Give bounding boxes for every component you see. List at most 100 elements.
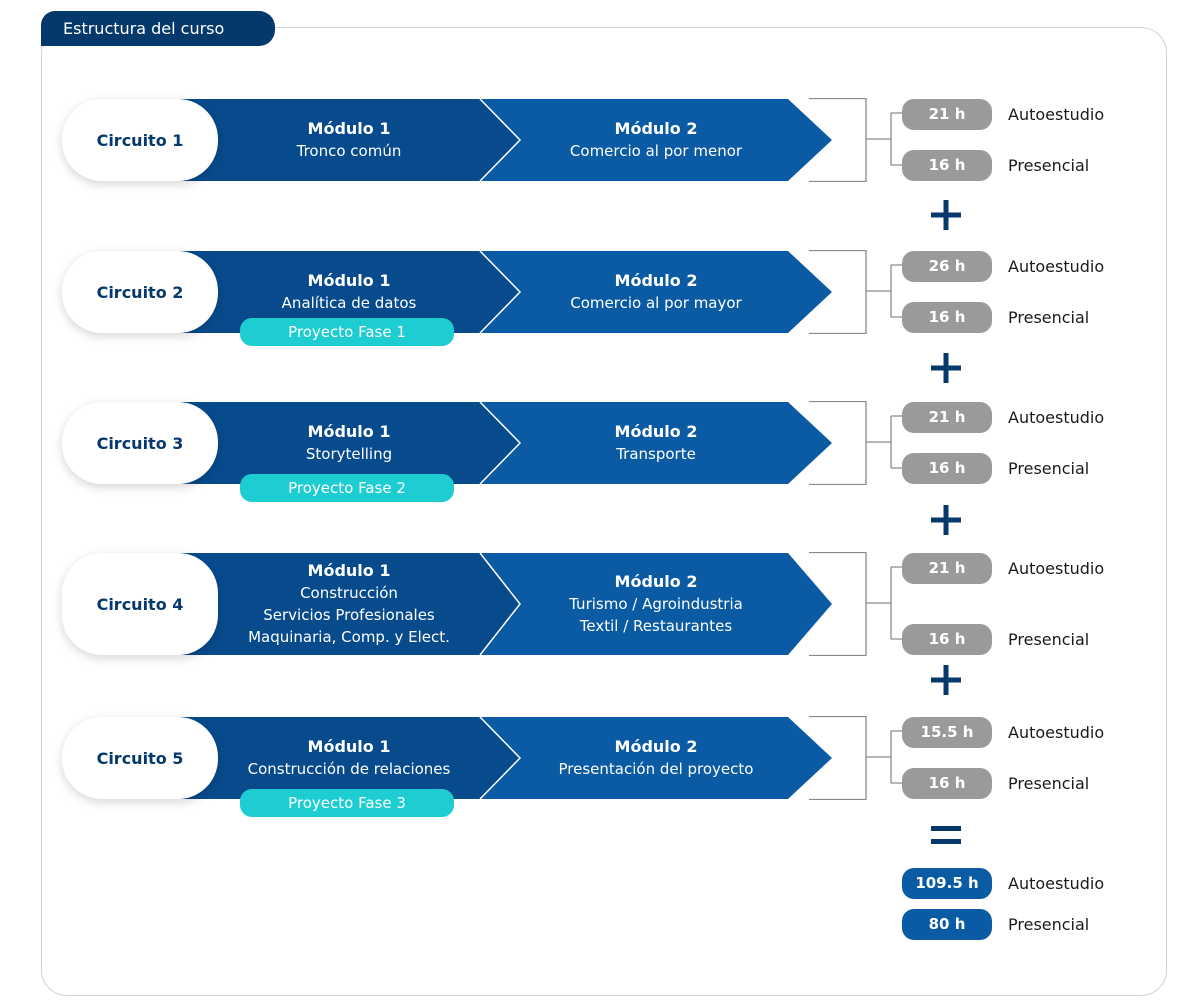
in-person-label: Presencial <box>1008 459 1090 478</box>
total-in-person-label: Presencial <box>1008 915 1090 934</box>
page-title: Estructura del curso <box>41 11 275 46</box>
in-person-hours: 16 h <box>902 453 992 484</box>
plus-icon <box>931 200 961 230</box>
total-self-study-label: Autoestudio <box>1008 874 1105 893</box>
bracket-lines <box>809 401 905 485</box>
plus-icon <box>931 353 961 383</box>
in-person-hours: 16 h <box>902 302 992 333</box>
module2-line: Presentación del proyecto <box>558 760 754 778</box>
circuit-label: Circuito 2 <box>62 251 218 333</box>
project-phase-badge: Proyecto Fase 3 <box>240 789 454 817</box>
module1-line: Analítica de datos <box>281 294 417 312</box>
module2-title: Módulo 2 <box>614 119 698 138</box>
module1-text: Módulo 1 Tronco común <box>215 99 483 181</box>
module1-title: Módulo 1 <box>307 271 391 290</box>
module1-line: Construcción de relaciones <box>247 760 451 778</box>
self-study-hours: 26 h <box>902 251 992 282</box>
circuit-label: Circuito 1 <box>62 99 218 181</box>
project-phase-badge: Proyecto Fase 1 <box>240 318 454 346</box>
module2-arrow <box>480 402 832 484</box>
self-study-label: Autoestudio <box>1008 723 1105 742</box>
module1-line: Storytelling <box>305 445 393 463</box>
module1-line: Tronco común <box>296 142 402 160</box>
hours-bracket <box>809 401 905 485</box>
circuit-label: Circuito 4 <box>62 553 218 655</box>
total-in-person-hours: 80 h <box>902 909 992 940</box>
in-person-hours: 16 h <box>902 624 992 655</box>
module2-line: Turismo / Agroindustria <box>569 595 743 613</box>
in-person-label: Presencial <box>1008 156 1090 175</box>
module1-arrow <box>180 553 520 655</box>
hours-bracket <box>809 716 905 800</box>
self-study-hours: 15.5 h <box>902 717 992 748</box>
equals-icon <box>931 826 961 844</box>
module2-title: Módulo 2 <box>614 422 698 441</box>
circuit-arrows <box>180 402 832 484</box>
circuit-row: Circuito 1 Módulo 1 Tronco común Módulo 2 Co… <box>0 98 1200 182</box>
module1-line: Maquinaria, Comp. y Elect. <box>248 628 450 646</box>
project-phase-badge: Proyecto Fase 2 <box>240 474 454 502</box>
plus-bar-v <box>943 665 949 695</box>
bracket-lines <box>809 250 905 334</box>
module2-text: Módulo 2 Comercio al por menor <box>500 99 812 181</box>
circuit-arrows <box>180 553 832 655</box>
hours-bracket <box>809 552 905 656</box>
self-study-label: Autoestudio <box>1008 257 1105 276</box>
circuit-arrows <box>180 251 832 333</box>
bracket-lines <box>809 98 905 182</box>
hours-bracket <box>809 250 905 334</box>
arrow-divider <box>479 251 522 333</box>
self-study-label: Autoestudio <box>1008 408 1105 427</box>
module2-title: Módulo 2 <box>614 572 698 591</box>
bracket-lines <box>809 552 905 656</box>
module1-arrow <box>180 251 520 333</box>
module2-arrow <box>480 99 832 181</box>
arrow-divider <box>479 402 522 484</box>
module2-arrow <box>480 553 832 655</box>
self-study-label: Autoestudio <box>1008 105 1105 124</box>
in-person-hours: 16 h <box>902 150 992 181</box>
plus-bar-v <box>943 200 949 230</box>
in-person-hours: 16 h <box>902 768 992 799</box>
equals-bar-bottom <box>931 839 961 844</box>
plus-icon <box>931 665 961 695</box>
plus-bar-v <box>943 353 949 383</box>
module1-arrow <box>180 402 520 484</box>
module2-line: Transporte <box>616 445 696 463</box>
plus-bar-v <box>943 505 949 535</box>
module2-line: Comercio al por menor <box>569 142 743 160</box>
module2-arrow <box>480 251 832 333</box>
self-study-hours: 21 h <box>902 402 992 433</box>
total-self-study-hours: 109.5 h <box>902 868 992 899</box>
module1-title: Módulo 1 <box>307 561 391 580</box>
arrow-divider <box>479 99 522 181</box>
circuit-arrows <box>180 99 832 181</box>
module1-title: Módulo 1 <box>307 119 391 138</box>
bracket-lines <box>809 716 905 800</box>
circuit-arrows <box>180 717 832 799</box>
module2-title: Módulo 2 <box>614 271 698 290</box>
module1-arrow <box>180 99 520 181</box>
self-study-hours: 21 h <box>902 553 992 584</box>
module2-title: Módulo 2 <box>614 737 698 756</box>
module1-line: Construcción <box>300 584 398 602</box>
in-person-label: Presencial <box>1008 630 1090 649</box>
module1-arrow <box>180 717 520 799</box>
in-person-label: Presencial <box>1008 774 1090 793</box>
module1-text: Módulo 1 Analítica de datos <box>215 251 483 333</box>
arrow-divider <box>479 553 521 655</box>
self-study-hours: 21 h <box>902 99 992 130</box>
equals-bar-top <box>931 826 961 831</box>
circuit-label: Circuito 5 <box>62 717 218 799</box>
circuit-label: Circuito 3 <box>62 402 218 484</box>
in-person-label: Presencial <box>1008 308 1090 327</box>
